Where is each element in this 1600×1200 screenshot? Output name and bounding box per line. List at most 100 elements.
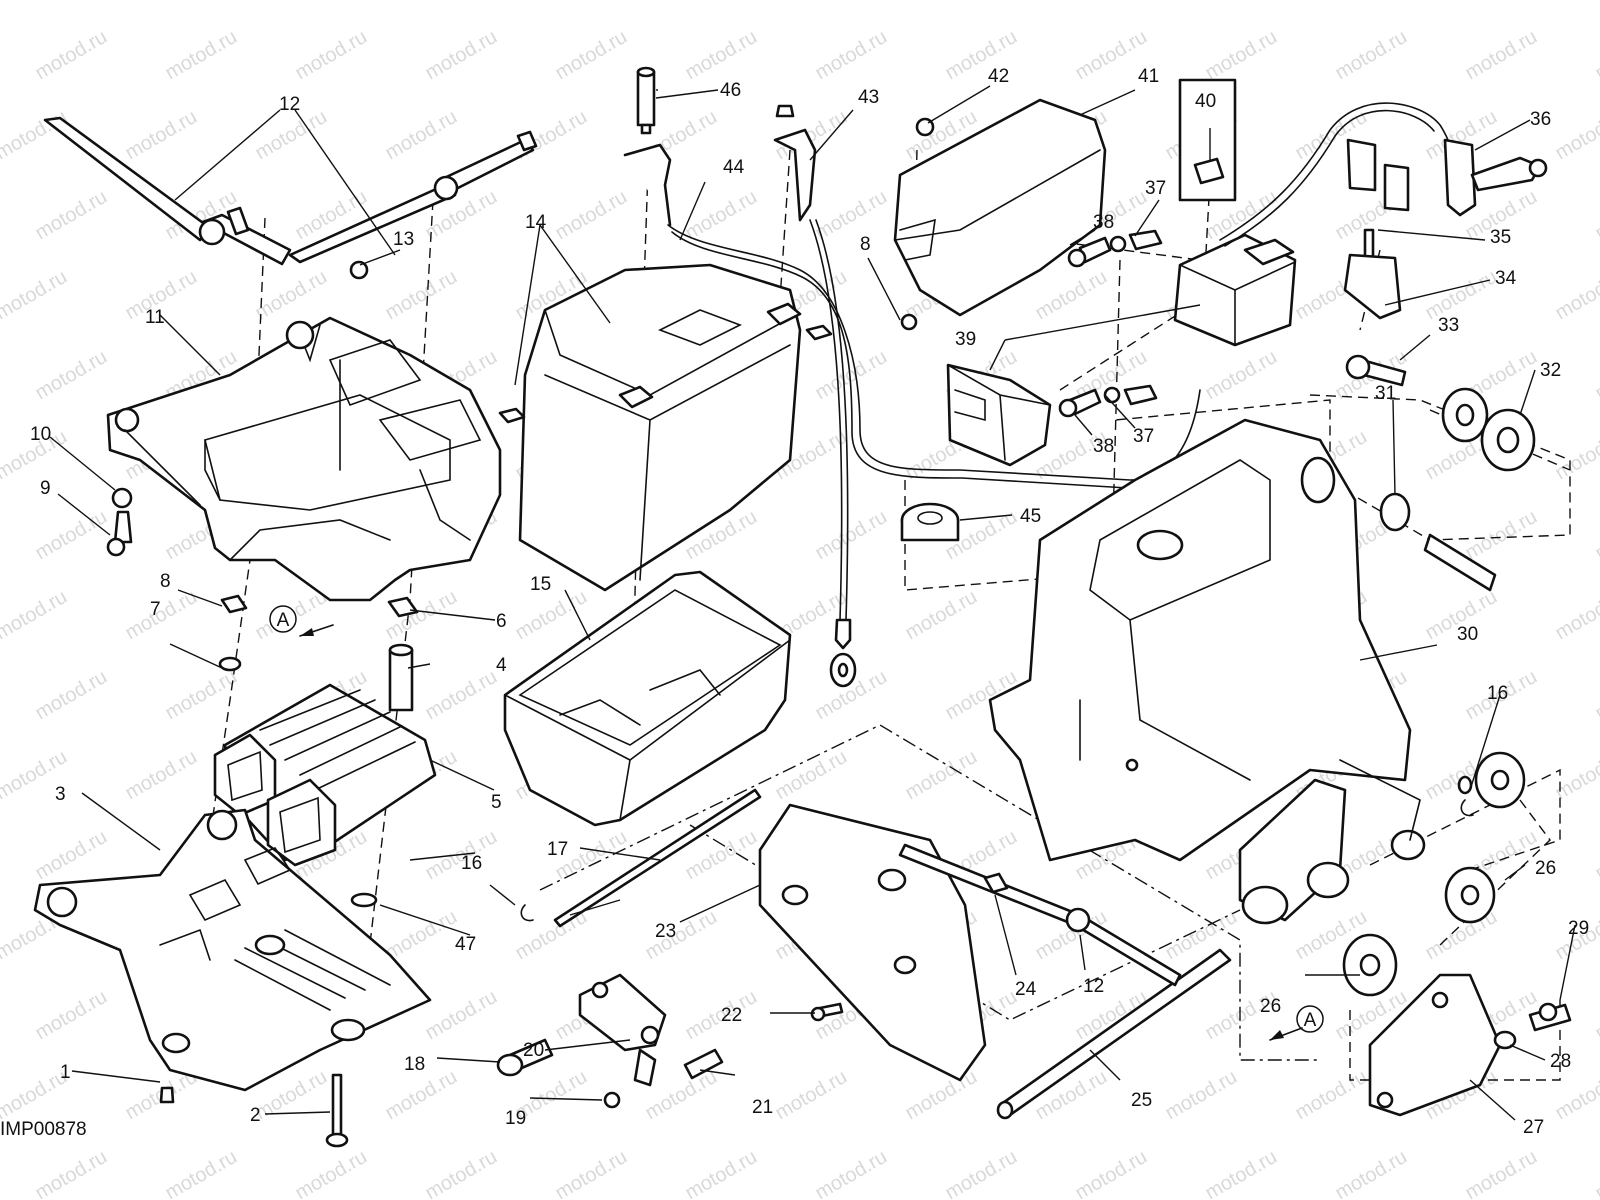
watermark-text: motod.ru	[1552, 106, 1600, 165]
grommet-45	[900, 502, 960, 542]
watermark-text: motod.ru	[382, 906, 461, 965]
view-marker-a-left: A	[269, 605, 334, 637]
fuse-box-cover-41	[893, 98, 1107, 331]
watermark-text: motod.ru	[902, 586, 981, 645]
callout-33: 33	[1438, 315, 1459, 336]
fasteners-left	[106, 260, 419, 908]
callout-42: 42	[988, 66, 1009, 87]
cables-43-44	[623, 104, 1201, 688]
callout-45: 45	[1020, 506, 1041, 527]
watermark-text: motod.ru	[1072, 1146, 1151, 1200]
watermark-text: motod.ru	[292, 1146, 371, 1200]
watermark-text: motod.ru	[1592, 666, 1600, 725]
callout-13: 13	[393, 229, 414, 250]
fuse-holder-39	[946, 78, 1297, 467]
watermark-text: motod.ru	[1592, 986, 1600, 1045]
callout-16-right: 16	[1487, 683, 1508, 704]
callout-16-left: 16	[461, 853, 482, 874]
drawing-code: IMP00878	[0, 1119, 87, 1140]
watermark-text: motod.ru	[252, 266, 331, 325]
watermark-text: motod.ru	[422, 1146, 501, 1200]
callout-8-right: 8	[860, 234, 871, 255]
battery-box-15	[503, 570, 792, 827]
watermark-text: motod.ru	[0, 266, 71, 325]
watermark-text: motod.ru	[32, 826, 111, 885]
battery-cover-plate-3	[33, 808, 432, 1148]
callout-20: 20	[523, 1040, 544, 1061]
callout-44: 44	[723, 157, 745, 178]
watermark-text: motod.ru	[1162, 0, 1241, 4]
voltage-regulator-5	[213, 683, 437, 867]
battery-tray-11	[106, 316, 502, 602]
callout-10: 10	[30, 424, 51, 445]
watermark-text: motod.ru	[122, 0, 201, 4]
rear-subframe-bracket-30	[988, 418, 1426, 925]
watermark-text: motod.ru	[422, 986, 501, 1045]
callout-25: 25	[1131, 1090, 1152, 1111]
watermark-text: motod.ru	[1292, 1066, 1371, 1125]
callout-26-right: 26	[1535, 858, 1556, 879]
watermark-text: motod.ru	[902, 746, 981, 805]
watermark-text: motod.ru	[382, 0, 461, 4]
cable-tie-12-lower	[898, 843, 1182, 987]
watermark-text: motod.ru	[32, 186, 111, 245]
callout-34: 34	[1495, 268, 1517, 289]
callout-36: 36	[1530, 109, 1551, 130]
watermark-text: motod.ru	[32, 986, 111, 1045]
license-plate-support-23	[758, 803, 987, 1082]
rubber-mount-31-32	[1379, 387, 1536, 592]
fasteners-right	[1058, 228, 1407, 418]
watermark-text: motod.ru	[1202, 1146, 1281, 1200]
watermark-text: motod.ru	[642, 0, 721, 4]
watermark-text: motod.ru	[1592, 26, 1600, 85]
watermark-text: motod.ru	[1592, 346, 1600, 405]
watermark-text: motod.ru	[812, 26, 891, 85]
watermark-text: motod.ru	[1462, 506, 1541, 565]
callout-4: 4	[496, 655, 507, 676]
watermark-text: motod.ru	[422, 26, 501, 85]
watermark-text: motod.ru	[252, 0, 331, 4]
watermark-text: motod.ru	[1462, 26, 1541, 85]
watermark-text: motod.ru	[32, 1146, 111, 1200]
watermark-text: motod.ru	[32, 506, 111, 565]
callout-5: 5	[491, 792, 502, 813]
callout-37-top: 37	[1145, 178, 1166, 199]
watermark-text: motod.ru	[1202, 346, 1281, 405]
watermark-text: motod.ru	[422, 666, 501, 725]
watermark-text: motod.ru	[1552, 0, 1600, 4]
watermark-text: motod.ru	[812, 186, 891, 245]
watermark-text: motod.ru	[512, 586, 591, 645]
callout-6: 6	[496, 611, 507, 632]
watermark-text: motod.ru	[0, 0, 71, 4]
watermark-text: motod.ru	[1552, 586, 1600, 645]
watermark-text: motod.ru	[1332, 26, 1411, 85]
ground-cable-36	[1219, 102, 1548, 247]
callout-7: 7	[150, 599, 161, 620]
callout-12-top: 12	[279, 94, 300, 115]
watermark-text: motod.ru	[772, 746, 851, 805]
callout-28: 28	[1550, 1051, 1571, 1072]
watermark-text: motod.ru	[512, 0, 591, 4]
callout-38-top: 38	[1093, 212, 1114, 233]
watermark-text: motod.ru	[1202, 26, 1281, 85]
callout-43: 43	[858, 87, 879, 108]
watermark-text: motod.ru	[1032, 0, 1111, 4]
callout-41: 41	[1138, 66, 1159, 87]
callout-32: 32	[1540, 360, 1561, 381]
callout-19: 19	[505, 1108, 526, 1129]
callout-9: 9	[40, 478, 51, 499]
callout-46: 46	[720, 80, 741, 101]
watermark-text: motod.ru	[1032, 266, 1111, 325]
watermark-text: motod.ru	[292, 26, 371, 85]
watermark-text: motod.ru	[1162, 906, 1241, 965]
callout-labels: 1 2 3 4 5 6 7 8 8 9 10 11 12 12 13 14 15…	[0, 66, 1589, 1140]
callout-3: 3	[55, 784, 66, 805]
callout-23: 23	[655, 921, 676, 942]
watermark-text: motod.ru	[1422, 0, 1501, 4]
watermark-text: motod.ru	[1592, 186, 1600, 245]
callout-35: 35	[1490, 227, 1511, 248]
watermark-text: motod.ru	[162, 666, 241, 725]
watermark-text: motod.ru	[1292, 0, 1371, 4]
callout-18: 18	[404, 1054, 425, 1075]
callout-29: 29	[1568, 918, 1589, 939]
